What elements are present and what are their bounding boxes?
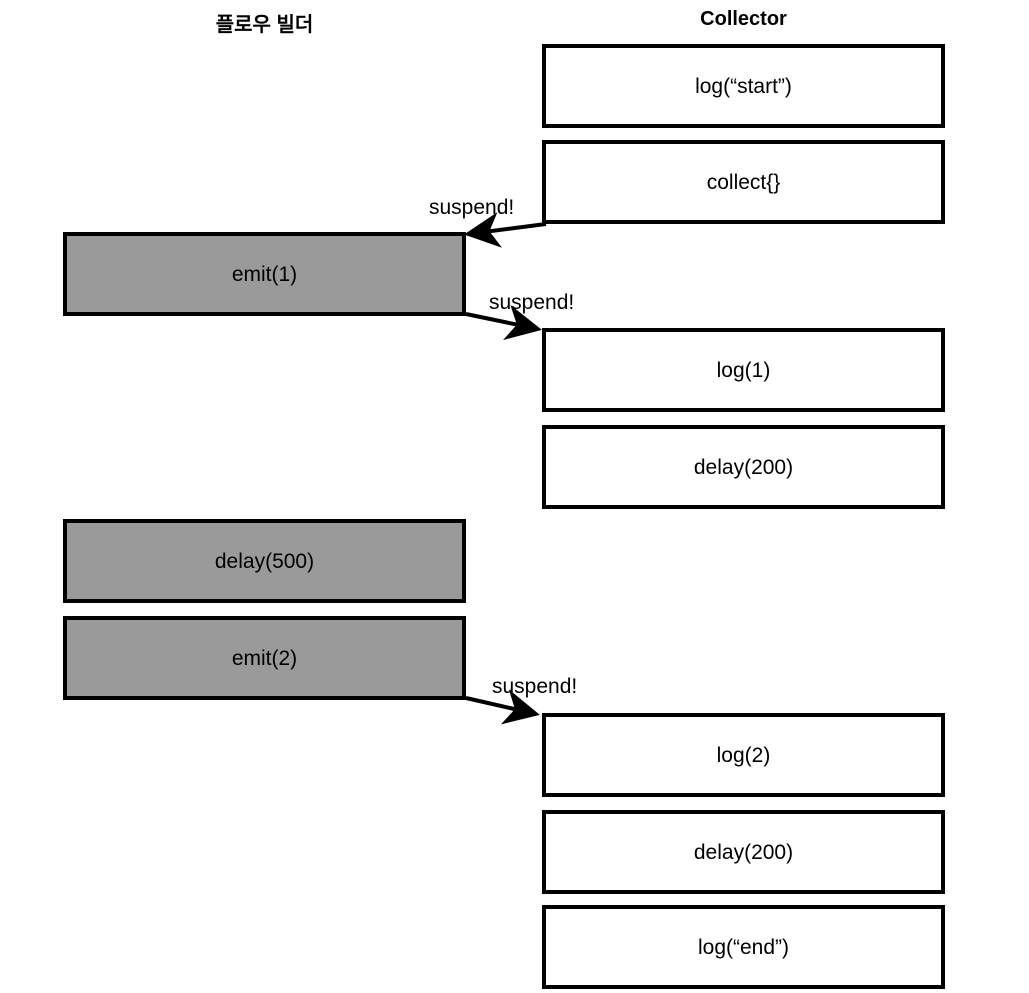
node-delay-500[interactable]: delay(500) bbox=[63, 519, 466, 603]
node-label: log(“start”) bbox=[695, 74, 792, 98]
column-title-flow-builder: 플로우 빌더 bbox=[215, 14, 314, 36]
arrow-emit1-to-log1 bbox=[465, 304, 542, 341]
node-label: log(1) bbox=[716, 358, 771, 382]
column-title-collector: Collector bbox=[700, 8, 787, 30]
edge-label-suspend-2: suspend! bbox=[489, 291, 575, 314]
edge-label-suspend-1: suspend! bbox=[429, 196, 515, 219]
arrow-collect-to-emit1 bbox=[464, 212, 547, 248]
node-label: collect{} bbox=[706, 170, 781, 194]
node-log-end[interactable]: log(“end”) bbox=[542, 905, 945, 989]
edge-label-suspend-3: suspend! bbox=[492, 675, 578, 698]
node-label: log(2) bbox=[716, 743, 771, 767]
node-label: delay(500) bbox=[214, 549, 315, 573]
node-emit-1[interactable]: emit(1) bbox=[63, 232, 466, 316]
node-log-start[interactable]: log(“start”) bbox=[542, 44, 945, 128]
node-label: emit(1) bbox=[231, 262, 298, 286]
node-log-1[interactable]: log(1) bbox=[542, 328, 945, 412]
node-label: log(“end”) bbox=[697, 935, 790, 959]
arrow-emit2-to-log2 bbox=[465, 689, 540, 725]
node-label: delay(200) bbox=[693, 455, 794, 479]
node-label: emit(2) bbox=[231, 646, 298, 670]
node-collect[interactable]: collect{} bbox=[542, 140, 945, 224]
node-log-2[interactable]: log(2) bbox=[542, 713, 945, 797]
node-label: delay(200) bbox=[693, 840, 794, 864]
node-emit-2[interactable]: emit(2) bbox=[63, 616, 466, 700]
node-delay-200-second[interactable]: delay(200) bbox=[542, 810, 945, 894]
node-delay-200-first[interactable]: delay(200) bbox=[542, 425, 945, 509]
